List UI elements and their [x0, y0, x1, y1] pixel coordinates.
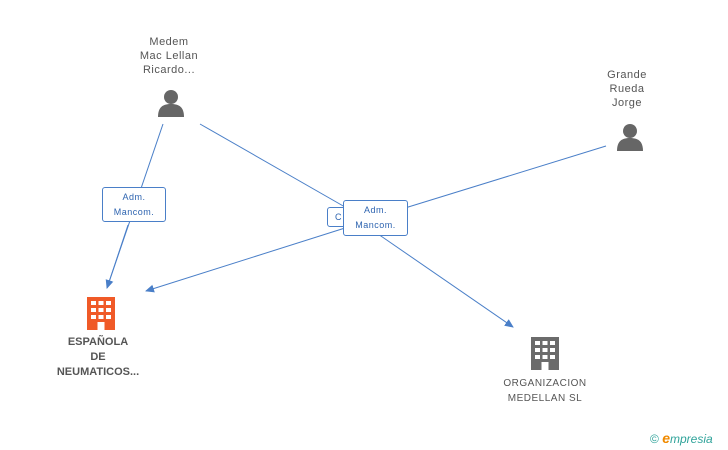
edge-grande-to-center: [404, 145, 607, 209]
brand-initial: e: [662, 430, 670, 446]
person-label-grande[interactable]: Grande Rueda Jorge: [587, 68, 667, 110]
relation-label-left[interactable]: Adm. Mancom.: [102, 187, 166, 222]
edge-center-to-organizacion: [377, 233, 514, 328]
person-name-line: Grande: [607, 69, 647, 81]
person-name-line: Medem: [149, 36, 189, 48]
edge-center-to-espanola: [145, 227, 346, 293]
relation-label-line: Mancom.: [355, 220, 396, 230]
relation-label-line: Mancom.: [113, 207, 155, 217]
relation-label-line: Adm.: [363, 205, 387, 215]
relation-label-line: Adm.: [122, 192, 146, 202]
company-name-line: MEDELLAN SL: [507, 393, 583, 404]
company-label-organizacion[interactable]: ORGANIZACION MEDELLAN SL: [480, 376, 610, 406]
relation-label-line: C: [335, 212, 342, 222]
building-icon[interactable]: [87, 297, 115, 330]
company-name-line: ORGANIZACION: [503, 378, 587, 389]
company-name-line: NEUMATICOS...: [56, 366, 140, 378]
edge-medem-to-center: [199, 123, 346, 208]
edge-medem-to-espanola-head: [105, 224, 129, 289]
building-icon[interactable]: [531, 337, 559, 370]
person-name-line: Ricardo...: [142, 64, 196, 76]
company-name-line: DE: [90, 351, 106, 363]
copyright-symbol: ©: [650, 432, 659, 446]
person-name-line: Rueda: [609, 83, 645, 95]
person-name-line: Mac Lellan: [139, 50, 199, 62]
person-icon[interactable]: [158, 90, 184, 117]
company-name-line: ESPAÑOLA: [67, 336, 129, 348]
person-icon[interactable]: [617, 124, 643, 151]
empresia-brand[interactable]: © empresia: [650, 430, 713, 446]
company-label-espanola[interactable]: ESPAÑOLA DE NEUMATICOS...: [38, 335, 158, 380]
relation-label-center[interactable]: Adm. Mancom.: [343, 200, 408, 236]
person-name-line: Jorge: [611, 97, 643, 109]
person-label-medem[interactable]: Medem Mac Lellan Ricardo...: [119, 35, 219, 77]
brand-name: mpresia: [669, 432, 713, 446]
